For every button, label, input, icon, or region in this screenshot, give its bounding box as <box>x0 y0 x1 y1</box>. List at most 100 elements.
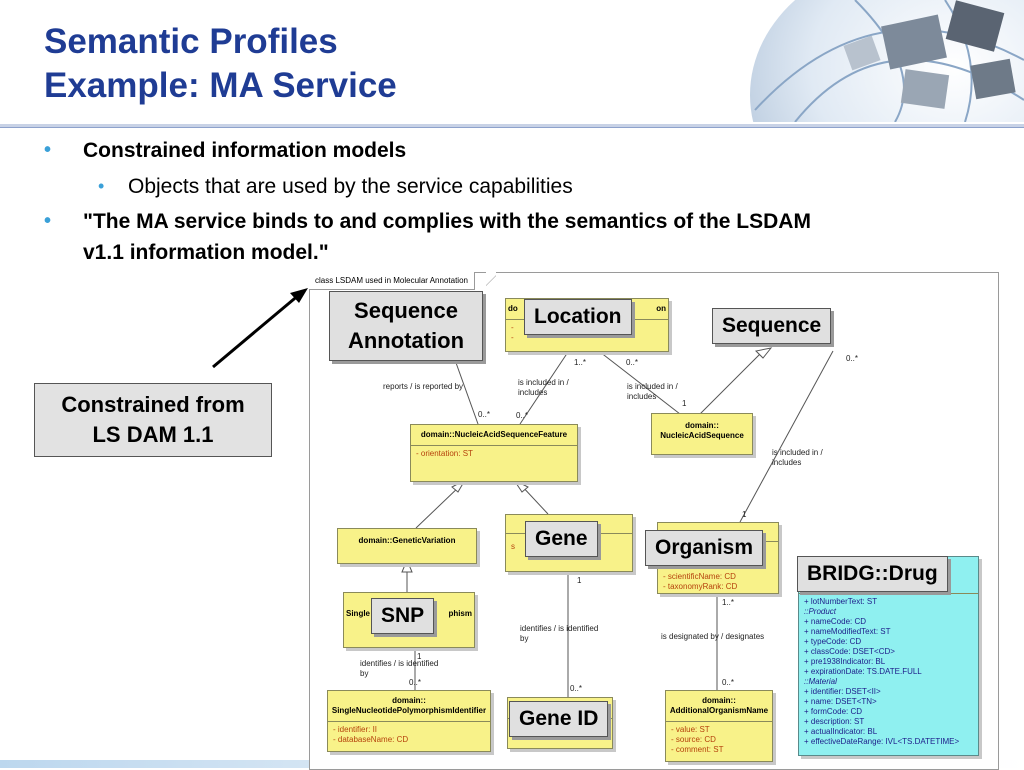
bullet-dot-icon: • <box>44 139 52 161</box>
inherit-arrowhead <box>451 478 467 493</box>
bullet-3-line-2: v1.1 information model." <box>83 241 329 264</box>
drug-attribute: + nameModifiedText: ST <box>804 627 891 636</box>
assoc-label: includes <box>772 458 802 467</box>
class-nucleic-acid-sequence: domain:: NucleicAcidSequence <box>651 413 753 455</box>
callout-gene-id: Gene ID <box>509 701 609 737</box>
multiplicity-label: 1 <box>577 576 582 585</box>
class-fragment: do <box>508 304 518 313</box>
multiplicity-label: 0..* <box>516 411 529 420</box>
callout-snp: SNP <box>371 598 435 634</box>
class-attribute: - source: CD <box>671 735 716 744</box>
globe-graphic <box>750 0 1024 122</box>
class-name-line-1: domain:: <box>685 421 719 430</box>
assoc-location-sequence <box>599 351 681 415</box>
class-attribute: - orientation: ST <box>416 449 473 458</box>
drug-attribute-group: ::Product <box>804 607 837 616</box>
bullet-2-text: Objects that are used by the service cap… <box>128 175 573 198</box>
bullet-1-sub: • Objects that are used by the service c… <box>40 172 1000 201</box>
class-attribute: - taxonomyRank: CD <box>663 582 738 591</box>
multiplicity-label: 1 <box>417 652 422 661</box>
assoc-label: is included in / <box>627 382 678 391</box>
multiplicity-label: 0..* <box>846 354 859 363</box>
callout-line-2: Annotation <box>347 328 465 353</box>
drug-attribute: + actualIndicator: BL <box>804 727 878 736</box>
title-line-2: Example: MA Service <box>44 66 397 105</box>
assoc-label: identifies / is identified <box>520 624 599 633</box>
class-fragment: phism <box>448 609 472 618</box>
class-name-line-2: AdditionalOrganismName <box>669 706 769 715</box>
multiplicity-label: 1 <box>742 510 747 519</box>
assoc-label: identifies / is identified <box>360 659 439 668</box>
bullet-list: • Constrained information models • Objec… <box>40 136 1000 268</box>
callout-gene: Gene <box>525 521 598 557</box>
callout-line-2: LS DAM 1.1 <box>92 422 214 447</box>
drug-attribute: + classCode: DSET<CD> <box>804 647 895 656</box>
assoc-location-feature <box>519 351 569 425</box>
class-name: domain::GeneticVariation <box>358 536 456 545</box>
class-snp-identifier: domain:: SingleNucleotidePolymorphismIde… <box>327 690 491 752</box>
class-fragment: s <box>511 542 515 551</box>
drug-attribute: + identifier: DSET<II> <box>804 687 881 696</box>
bullet-1: • Constrained information models <box>40 136 1000 165</box>
inherit-genvar <box>415 483 463 529</box>
inherit-arrowhead <box>401 558 413 573</box>
class-name: domain::NucleicAcidSequenceFeature <box>411 425 577 446</box>
inherit-arrowhead <box>754 347 773 359</box>
bullet-3-line-1: "The MA service binds to and complies wi… <box>83 210 811 233</box>
title-rule <box>0 124 1024 127</box>
class-name-line-1: domain:: <box>392 696 426 705</box>
class-attribute: - identifier: II <box>333 725 378 734</box>
multiplicity-label: 0..* <box>722 678 735 687</box>
bullet-2: • "The MA service binds to and complies … <box>40 206 1000 268</box>
multiplicity-label: 0..* <box>570 684 583 693</box>
callout-organism: Organism <box>645 530 764 566</box>
callout-location: Location <box>524 299 632 335</box>
class-name-line-2: NucleicAcidSequence <box>660 431 744 440</box>
drug-attribute: + expirationDate: TS.DATE.FULL <box>804 667 922 676</box>
multiplicity-label: 1..* <box>722 598 735 607</box>
arrow-pointer <box>212 292 301 369</box>
multiplicity-label: 0..* <box>478 410 491 419</box>
page-title: Semantic Profiles Example: MA Service <box>44 20 397 108</box>
drug-attribute: + description: ST <box>804 717 865 726</box>
callout-line-1: Constrained from <box>61 392 245 417</box>
class-name-line-1: domain:: <box>702 696 736 705</box>
class-attribute: - comment: ST <box>671 745 724 754</box>
inherit-sequence <box>699 350 764 415</box>
title-rule-shadow <box>0 127 1024 128</box>
class-genetic-variation: domain::GeneticVariation <box>337 528 477 564</box>
multiplicity-label: 1 <box>682 399 687 408</box>
drug-attribute: + name: DSET<TN> <box>804 697 877 706</box>
bullet-dot-icon: • <box>44 210 52 232</box>
arrow-pointer-head <box>290 288 308 303</box>
assoc-label: is included in / <box>518 378 569 387</box>
drug-attribute-list: + lotNumberText: ST::Product+ nameCode: … <box>799 594 978 750</box>
class-attribute: - value: ST <box>671 725 710 734</box>
title-line-1: Semantic Profiles <box>44 22 338 61</box>
multiplicity-label: 0..* <box>409 678 422 687</box>
drug-attribute: + lotNumberText: ST <box>804 597 878 606</box>
diagram-frame-label: class LSDAM used in Molecular Annotation <box>309 272 475 290</box>
callout-sequence: Sequence <box>712 308 832 344</box>
assoc-label: is included in / <box>772 448 823 457</box>
callout-constrained-from: Constrained from LS DAM 1.1 <box>34 383 272 457</box>
diagram-frame-notch <box>486 272 496 289</box>
class-attribute: - databaseName: CD <box>333 735 409 744</box>
callout-line-1: Sequence <box>354 298 458 323</box>
assoc-label: includes <box>518 388 548 397</box>
multiplicity-label: 0..* <box>626 358 639 367</box>
class-additional-organism-name: domain:: AdditionalOrganismName - value:… <box>665 690 773 762</box>
assoc-label: by <box>520 634 529 643</box>
class-name-line-2: SingleNucleotidePolymorphismIdentifier <box>331 706 487 715</box>
drug-attribute-group: ::Material <box>804 677 837 686</box>
drug-attribute: + typeCode: CD <box>804 637 862 646</box>
assoc-reports <box>454 359 479 425</box>
drug-attribute: + effectiveDateRange: IVL<TS.DATETIME> <box>804 737 960 746</box>
multiplicity-label: 1..* <box>574 358 587 367</box>
drug-attribute: + formCode: CD <box>804 707 863 716</box>
assoc-label: includes <box>627 392 657 401</box>
assoc-sequence-organism <box>739 350 834 523</box>
bullet-dot-icon: • <box>98 176 105 196</box>
inherit-arrowhead <box>512 478 529 493</box>
